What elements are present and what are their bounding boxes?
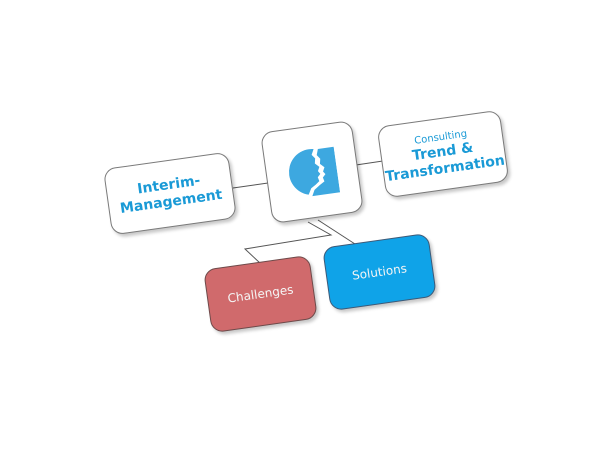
- connector-center-solutions: [317, 219, 356, 245]
- node-center: [260, 120, 364, 224]
- solutions-label: Solutions: [351, 261, 408, 283]
- connector-center-challenges: [243, 221, 333, 265]
- connector-center-interim: [232, 182, 269, 189]
- connector-center-consulting: [355, 160, 384, 166]
- face-profile-icon: [289, 145, 341, 197]
- challenges-label: Challenges: [226, 282, 295, 306]
